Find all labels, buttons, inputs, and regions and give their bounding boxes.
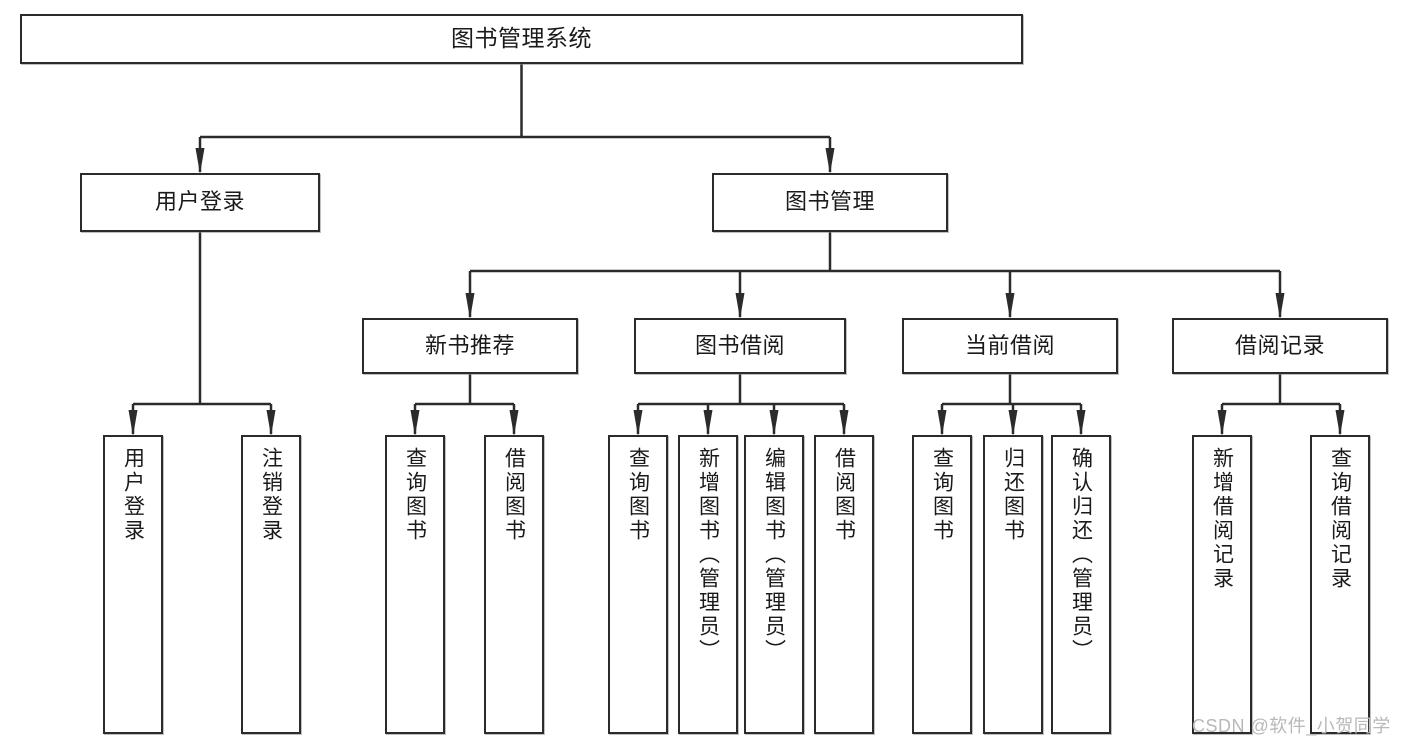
arrow-head — [128, 410, 138, 436]
node-cb_confirm[interactable]: 确认归还（管理员） — [1051, 435, 1111, 734]
node-cb_query[interactable]: 查询图书 — [912, 435, 972, 734]
node-nb_borrow[interactable]: 借阅图书 — [484, 435, 544, 734]
node-label: 图书借阅 — [694, 332, 785, 358]
node-rc_add[interactable]: 新增借阅记录 — [1192, 435, 1252, 734]
node-nb_query[interactable]: 查询图书 — [385, 435, 445, 734]
node-new_book[interactable]: 新书推荐 — [362, 318, 578, 374]
node-label: 查询图书 — [930, 447, 954, 543]
node-label: 新增借阅记录 — [1210, 447, 1234, 591]
node-borrow[interactable]: 图书借阅 — [634, 318, 846, 374]
node-label: 用户登录 — [121, 447, 145, 543]
node-label: 用户登录 — [154, 189, 245, 215]
node-bb_edit[interactable]: 编辑图书（管理员） — [744, 435, 804, 734]
node-bb_borrow[interactable]: 借阅图书 — [814, 435, 874, 734]
node-label: 图书管理系统 — [451, 25, 592, 52]
node-current[interactable]: 当前借阅 — [902, 318, 1118, 374]
node-label: 确认归还（管理员） — [1069, 447, 1093, 663]
node-label: 归还图书 — [1001, 447, 1025, 543]
watermark: CSDN @软件_小贺同学 — [1192, 716, 1391, 736]
node-label: 当前借阅 — [964, 332, 1055, 358]
node-label: 借阅记录 — [1234, 332, 1325, 358]
node-bb_add[interactable]: 新增图书（管理员） — [678, 435, 738, 734]
node-rc_query[interactable]: 查询借阅记录 — [1310, 435, 1370, 734]
arrow-head — [410, 410, 420, 436]
node-lf_logout[interactable]: 注销登录 — [241, 435, 301, 734]
arrow-head — [509, 410, 519, 436]
arrow-head — [465, 293, 475, 319]
node-label: 注销登录 — [259, 447, 283, 543]
arrow-head — [195, 148, 205, 174]
node-label: 编辑图书（管理员） — [762, 447, 786, 663]
arrow-head — [1335, 410, 1345, 436]
node-user_login[interactable]: 用户登录 — [80, 173, 320, 232]
arrow-head — [825, 148, 835, 174]
node-lf_login[interactable]: 用户登录 — [103, 435, 163, 734]
arrow-head — [1275, 293, 1285, 319]
node-label: 查询图书 — [626, 447, 650, 543]
arrow-head — [1008, 410, 1018, 436]
arrow-head — [937, 410, 947, 436]
arrow-head — [769, 410, 779, 436]
node-root[interactable]: 图书管理系统 — [20, 14, 1023, 64]
arrow-head — [266, 410, 276, 436]
arrow-head — [1005, 293, 1015, 319]
node-cb_return[interactable]: 归还图书 — [983, 435, 1043, 734]
node-label: 查询借阅记录 — [1328, 447, 1352, 591]
node-label: 新书推荐 — [424, 332, 515, 358]
arrow-head — [703, 410, 713, 436]
node-book_manage[interactable]: 图书管理 — [712, 173, 948, 232]
arrow-head — [1076, 410, 1086, 436]
node-label: 查询图书 — [403, 447, 427, 543]
arrow-head — [735, 293, 745, 319]
node-records[interactable]: 借阅记录 — [1172, 318, 1388, 374]
node-label: 借阅图书 — [832, 447, 856, 543]
arrow-head — [633, 410, 643, 436]
arrow-head — [839, 410, 849, 436]
node-label: 新增图书（管理员） — [696, 447, 720, 663]
node-label: 借阅图书 — [502, 447, 526, 543]
arrow-head — [1217, 410, 1227, 436]
node-label: 图书管理 — [784, 189, 875, 215]
node-bb_query[interactable]: 查询图书 — [608, 435, 668, 734]
